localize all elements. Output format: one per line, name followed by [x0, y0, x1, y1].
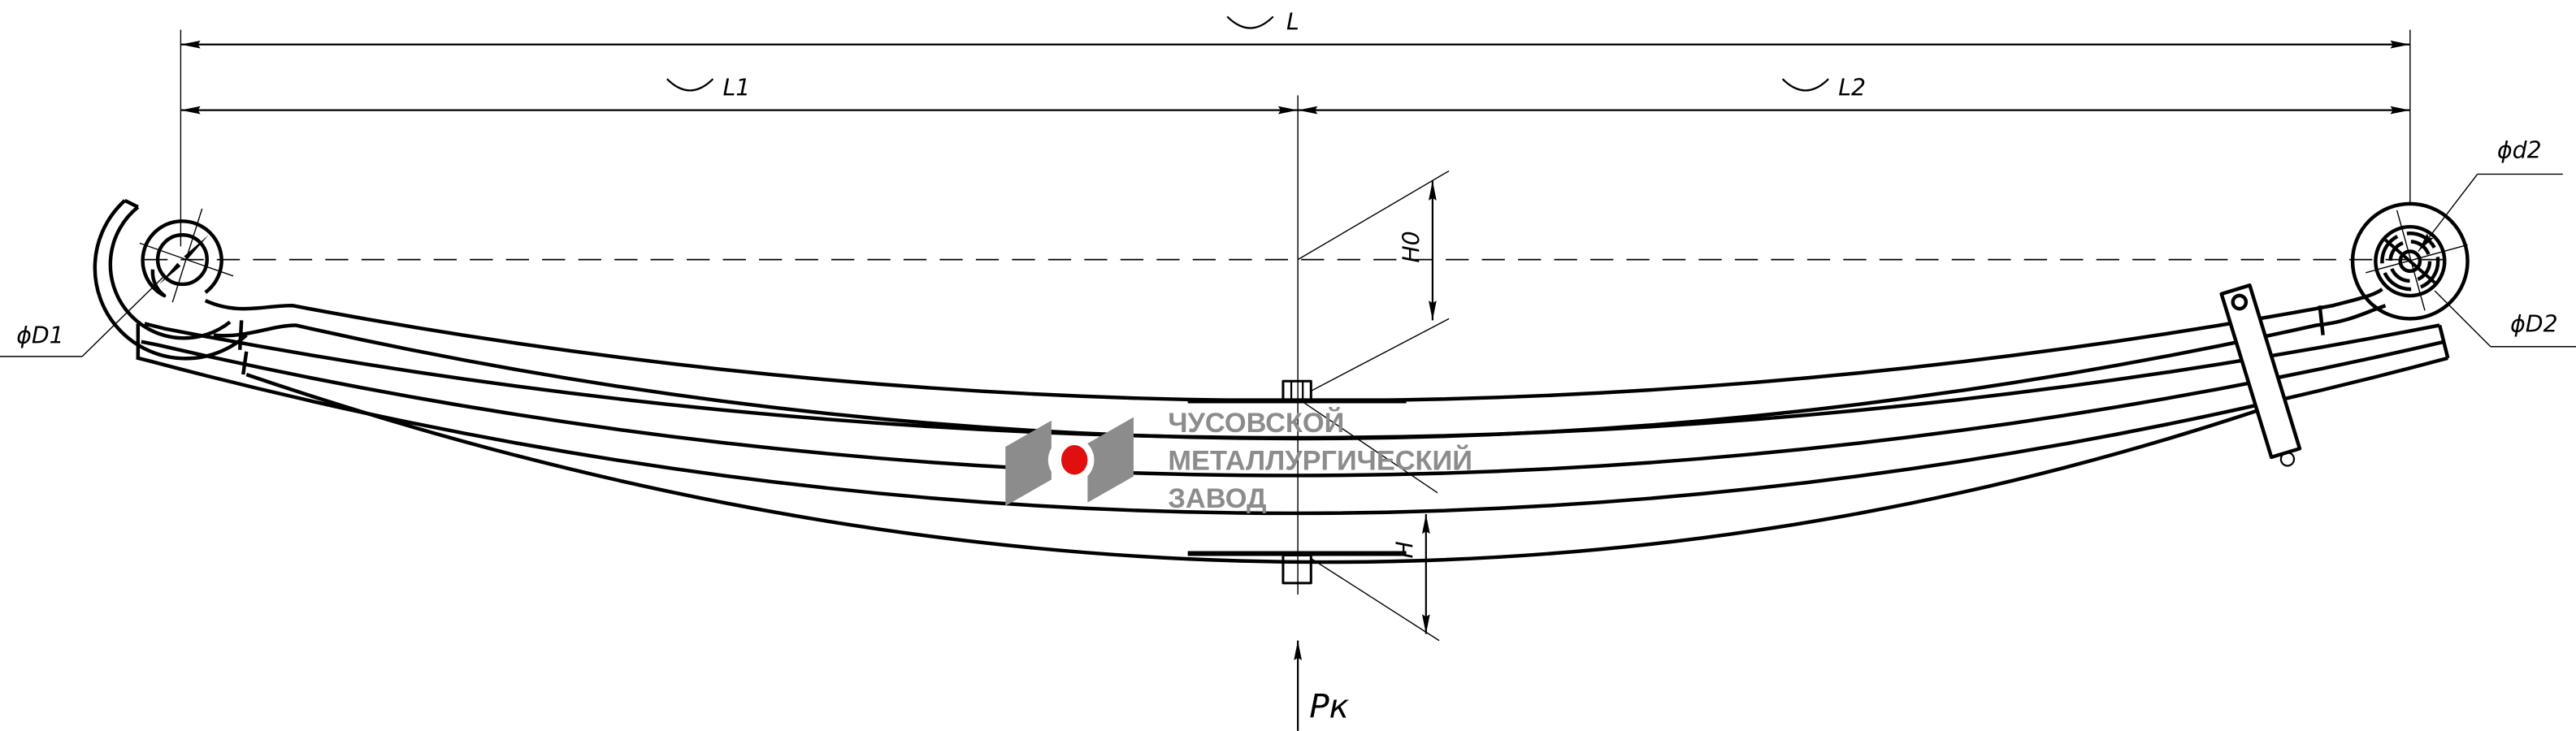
dimension-L1-L2: L1 L2: [180, 74, 2410, 115]
label-H: H: [1392, 541, 1419, 558]
dimension-H0: H0: [1297, 170, 1450, 391]
spring-leaves: [136, 288, 2450, 564]
dimension-H: H: [1300, 400, 1440, 642]
logo-line-3: ЗАВОД: [1168, 483, 1266, 514]
arc-length-icon: [1226, 15, 1274, 29]
label-L: L: [1286, 9, 1299, 36]
label-d2: ϕd2: [2497, 136, 2542, 163]
dimension-L: L: [180, 9, 2410, 49]
label-D1: ϕD1: [16, 322, 63, 349]
logo-line-2: МЕТАЛЛУРГИЧЕСКИЙ: [1168, 443, 1472, 476]
arc-length-icon: [1781, 78, 1829, 92]
company-logo: ЧУСОВСКОЙ МЕТАЛЛУРГИЧЕСКИЙ ЗАВОД: [1005, 406, 1472, 514]
arc-length-icon: [666, 78, 714, 92]
label-L1: L1: [723, 74, 751, 101]
rebound-clip: [2219, 283, 2302, 467]
load-arrow: Pк: [1294, 640, 1350, 731]
label-D2: ϕD2: [2510, 311, 2557, 338]
left-eye: ϕD1: [0, 198, 248, 361]
right-eye: ϕd2 ϕD2: [2350, 136, 2576, 348]
label-L2: L2: [1838, 74, 1866, 101]
extension-lines: [180, 29, 2411, 595]
label-H0: H0: [1399, 231, 1425, 262]
logo-line-1: ЧУСОВСКОЙ: [1168, 406, 1344, 439]
label-Pk: Pк: [1309, 687, 1349, 726]
logo-red-dot: [1061, 445, 1088, 475]
